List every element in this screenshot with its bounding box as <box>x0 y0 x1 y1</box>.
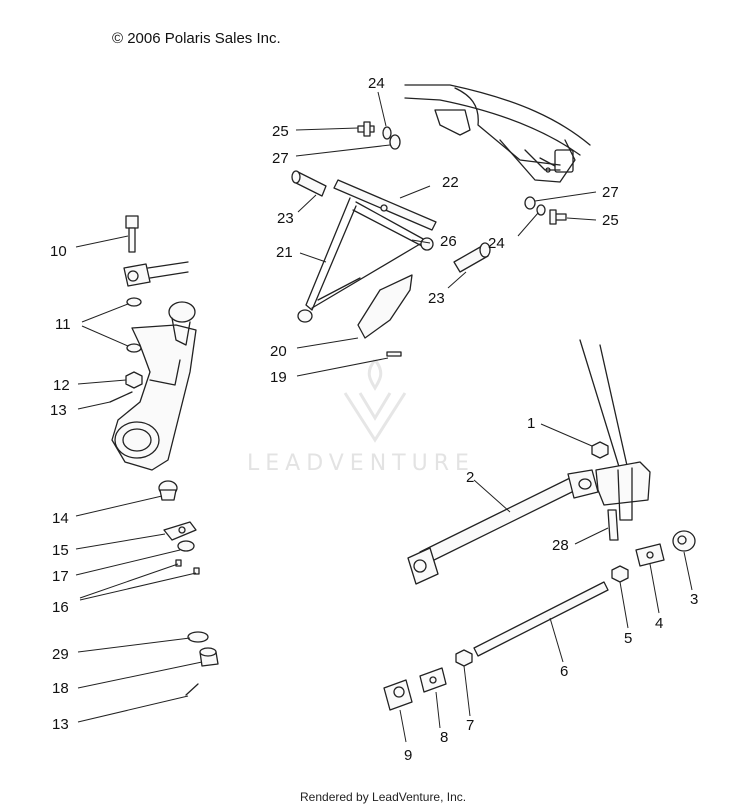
jam-nut-7-part <box>455 649 473 667</box>
retainer-plate-15-part <box>163 521 197 541</box>
callout-24-top: 24 <box>368 75 385 92</box>
callout-18: 18 <box>52 680 69 697</box>
tie-rod-tube-6-part <box>473 581 609 657</box>
watermark-text: LEADVENTURE <box>247 451 475 476</box>
callout-11: 11 <box>55 316 71 333</box>
washer-29-part <box>187 631 209 643</box>
washer-11-lower-part <box>126 343 142 353</box>
washer-24-top-part <box>382 126 392 140</box>
callout-21: 21 <box>276 244 293 261</box>
footer-text: Rendered by LeadVenture, Inc. <box>300 790 466 804</box>
washer-24-right-part <box>536 204 546 216</box>
cotter-pin-13-upper-part <box>109 391 133 403</box>
callout-6: 6 <box>560 663 568 680</box>
bolt-10-part <box>125 215 139 253</box>
steering-column-part <box>579 339 651 521</box>
callout-15: 15 <box>52 542 69 559</box>
callout-20: 20 <box>270 343 287 360</box>
callout-25-right: 25 <box>602 212 619 229</box>
copyright-text: © 2006 Polaris Sales Inc. <box>112 30 281 47</box>
callout-17: 17 <box>52 568 69 585</box>
callout-27-right: 27 <box>602 184 619 201</box>
nut-12-part <box>125 371 143 389</box>
washer-27-right-part <box>524 196 536 210</box>
seal-17-part <box>177 540 195 552</box>
callout-27-top: 27 <box>272 150 289 167</box>
callout-19: 19 <box>270 369 287 386</box>
screw-19-part <box>386 351 402 357</box>
tie-rod-end-upper-part <box>123 261 189 287</box>
guard-20-part <box>357 274 413 339</box>
callout-10: 10 <box>50 243 67 260</box>
frame-section-part <box>404 84 591 183</box>
adjuster-4-part <box>635 543 665 567</box>
callout-1: 1 <box>527 415 535 432</box>
callout-8: 8 <box>440 729 448 746</box>
callout-25-top: 25 <box>272 123 289 140</box>
callout-23-upper: 23 <box>277 210 294 227</box>
adjuster-8-part <box>419 667 447 693</box>
bushing-23-lower-part <box>453 242 491 273</box>
rod-end-3-part <box>672 530 696 552</box>
castle-nut-18-part <box>199 647 219 667</box>
bolt-25-right-part <box>549 209 567 225</box>
callout-16: 16 <box>52 599 69 616</box>
washer-11-upper-part <box>126 297 142 307</box>
bushing-23-upper-part <box>291 170 327 197</box>
ball-joint-14-part <box>158 480 178 501</box>
bolt-28-part <box>607 509 619 541</box>
nut-1-part <box>591 441 609 459</box>
callout-3: 3 <box>690 591 698 608</box>
callout-13-upper: 13 <box>50 402 67 419</box>
watermark-logo-icon <box>343 359 407 443</box>
callout-2: 2 <box>466 469 474 486</box>
callout-7: 7 <box>466 717 474 734</box>
callout-28: 28 <box>552 537 569 554</box>
tie-rod-2-part <box>407 469 599 585</box>
callout-12: 12 <box>53 377 70 394</box>
rod-end-9-part <box>383 679 413 711</box>
jam-nut-5-part <box>611 565 629 583</box>
washer-27-top-part <box>389 134 401 150</box>
callout-14: 14 <box>52 510 69 527</box>
callout-23-lower: 23 <box>428 290 445 307</box>
callout-22: 22 <box>442 174 459 191</box>
callout-24-right: 24 <box>488 235 505 252</box>
cotter-pin-13-lower-part <box>185 683 199 696</box>
callout-13-lower: 13 <box>52 716 69 733</box>
spindle-knuckle-part <box>111 301 197 471</box>
callout-5: 5 <box>624 630 632 647</box>
a-arm-21-part <box>297 197 434 323</box>
bolt-25-top-part <box>357 121 375 137</box>
callout-29: 29 <box>52 646 69 663</box>
callout-9: 9 <box>404 747 412 764</box>
callout-4: 4 <box>655 615 663 632</box>
callout-26: 26 <box>440 233 457 250</box>
screw-16-part <box>175 559 200 575</box>
